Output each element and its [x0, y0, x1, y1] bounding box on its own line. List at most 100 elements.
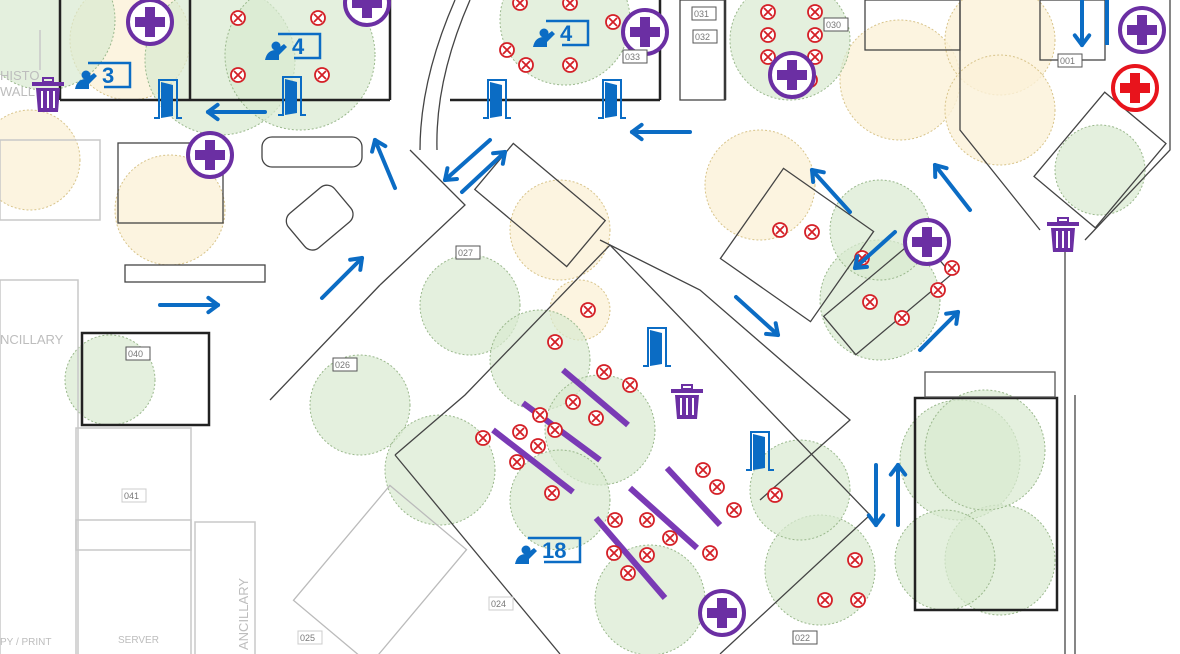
blocked-seat-icon — [760, 4, 776, 20]
history-wall-label: HISTO — [0, 68, 40, 83]
purple-plus-icon — [698, 589, 746, 637]
room-number-tag: 001 — [1057, 53, 1083, 68]
room-number: 030 — [826, 20, 841, 30]
blocked-seat-icon — [562, 0, 578, 11]
red-plus-icon — [1111, 64, 1159, 112]
direction-arrow-icon — [918, 310, 960, 352]
blocked-seat-icon — [620, 565, 636, 581]
door-icon — [598, 79, 626, 119]
direction-arrow-icon — [460, 150, 507, 194]
room-number-tag: 030 — [823, 17, 849, 32]
room-numbers: 040 041 026 027 031 032 033 030 001 022 024 025 — [121, 6, 1083, 645]
lounge-zone — [0, 109, 81, 211]
direction-arrow-icon — [320, 256, 364, 300]
blocked-seat-icon — [532, 407, 548, 423]
capacity-count: 4 — [560, 21, 573, 46]
room-number-tag: 041 — [121, 488, 147, 503]
blocked-seat-icon — [512, 424, 528, 440]
direction-arrow-icon — [370, 138, 397, 190]
room-number-tag: 022 — [792, 630, 818, 645]
blocked-seat-icon — [930, 282, 946, 298]
distancing-zone — [309, 354, 411, 456]
capacity-badge: 18 — [515, 536, 582, 564]
room-number-tag: 040 — [125, 346, 151, 361]
capacity-count: 4 — [292, 34, 305, 59]
purple-plus-icon — [1118, 6, 1166, 54]
screen-divider — [561, 367, 630, 428]
purple-plus-icon — [621, 8, 669, 56]
blocked-seat-icon — [530, 438, 546, 454]
direction-arrow-icon — [734, 295, 780, 337]
blocked-seats — [230, 0, 960, 608]
room-number: 032 — [695, 32, 710, 42]
blocked-seat-icon — [310, 10, 326, 26]
blocked-seat-icon — [547, 334, 563, 350]
direction-arrow-icon — [206, 102, 267, 122]
direction-arrow-icon — [443, 138, 492, 182]
trash-icon — [671, 384, 703, 419]
bins — [32, 77, 1079, 419]
distancing-zone — [894, 509, 996, 611]
blocked-seat-icon — [547, 422, 563, 438]
distancing-zone — [419, 254, 521, 356]
lounge-zone — [944, 54, 1056, 166]
room-number: 022 — [795, 633, 810, 643]
blocked-seat-icon — [607, 512, 623, 528]
distancing-zone — [384, 414, 496, 526]
presenter-capacity-icon — [81, 70, 91, 80]
blocked-seat-icon — [726, 502, 742, 518]
room-number-tag: 031 — [691, 6, 717, 21]
ancillary-label: NCILLARY — [0, 332, 64, 347]
room-number: 041 — [124, 491, 139, 501]
distancing-zone — [224, 0, 376, 131]
circulation-arrows — [158, 0, 1109, 527]
first-aid-points — [126, 0, 1166, 637]
lounge-zone — [509, 179, 611, 281]
room-number-tag: 024 — [488, 596, 514, 611]
room-number: 001 — [1060, 56, 1075, 66]
presenter-capacity-icon — [539, 28, 549, 38]
door-icon — [278, 76, 306, 116]
room-number-tag: 032 — [692, 29, 718, 44]
blocked-seat-icon — [804, 224, 820, 240]
distancing-zone — [489, 309, 591, 411]
presenter-capacity-icon — [271, 41, 281, 51]
blocked-seat-icon — [499, 42, 515, 58]
purple-plus-icon — [186, 131, 234, 179]
room-number: 033 — [625, 52, 640, 62]
blocked-seat-icon — [807, 27, 823, 43]
blocked-seat-icon — [606, 545, 622, 561]
blocked-seat-icon — [760, 49, 776, 65]
presenter-capacity-icon — [521, 545, 531, 555]
direction-arrow-icon — [888, 463, 908, 527]
distancing-zone — [1054, 124, 1146, 216]
direction-arrow-icon — [810, 168, 852, 214]
blocked-seat-icon — [944, 260, 960, 276]
blocked-seat-icon — [772, 222, 788, 238]
purple-plus-icon — [903, 218, 951, 266]
blocked-seat-icon — [475, 430, 491, 446]
distancing-zone — [729, 0, 851, 101]
distancing-zone — [509, 449, 611, 551]
screen-divider — [593, 516, 668, 600]
room-number-tag: 033 — [622, 49, 648, 64]
blocked-seat-icon — [767, 487, 783, 503]
blocked-seat-icon — [562, 57, 578, 73]
room-number-tag: 026 — [332, 357, 358, 372]
room-number-tag: 025 — [297, 630, 323, 645]
room-number: 026 — [335, 360, 350, 370]
direction-arrow-icon — [630, 122, 692, 142]
blocked-seat-icon — [760, 27, 776, 43]
copy-print-label: PY / PRINT — [0, 637, 52, 648]
blocked-seat-icon — [807, 49, 823, 65]
blocked-seat-icon — [544, 485, 560, 501]
blocked-seat-icon — [596, 364, 612, 380]
room-number-tag: 027 — [455, 245, 481, 260]
blocked-seat-icon — [230, 10, 246, 26]
purple-plus-icon — [126, 0, 174, 46]
direction-arrow-icon — [158, 295, 220, 315]
direction-arrow-icon — [933, 163, 972, 212]
blocked-seat-icon — [565, 394, 581, 410]
